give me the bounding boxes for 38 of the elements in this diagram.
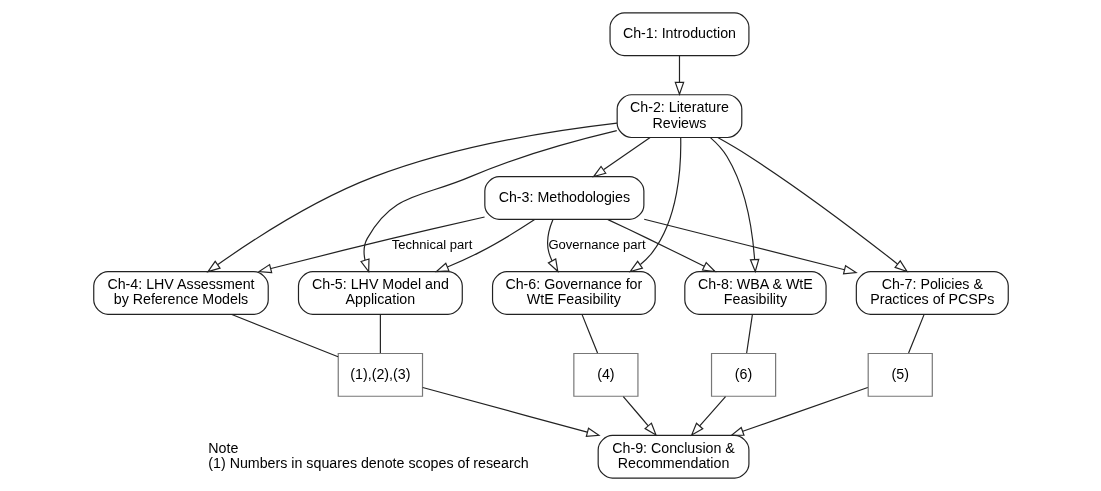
arrow: [434, 219, 535, 273]
label: Note: [207, 439, 238, 456]
arrow: [546, 218, 559, 273]
node-box: Ch-7: Policies & Practices of PCSPs: [855, 271, 1009, 315]
node-box: (4): [572, 352, 639, 397]
connector: [379, 314, 381, 354]
node-box: Ch-8: WBA & WtE Feasibility: [683, 271, 827, 315]
edge-label: Technical part: [391, 236, 472, 252]
connector: [230, 313, 339, 358]
arrow: [643, 218, 858, 275]
node-box: Ch-9: Conclusion & Recommendation: [597, 434, 749, 479]
connector: [907, 314, 925, 354]
label: (1) Numbers in squares denote scopes of research: [207, 455, 529, 472]
arrow: [359, 130, 617, 274]
node-box: Ch-4: LHV Assessment by Reference Models: [92, 271, 269, 315]
arrow: [622, 395, 657, 437]
arrow: [690, 395, 726, 437]
arrow: [606, 219, 717, 273]
node-box: Ch-5: LHV Model and Application: [297, 271, 463, 315]
connector: [745, 314, 753, 354]
arrow: [256, 216, 485, 274]
node-box: Ch-2: Literature Reviews: [616, 94, 742, 139]
arrow: [591, 137, 651, 178]
arrow: [716, 137, 908, 273]
arrow: [729, 386, 868, 436]
node-box: (6): [710, 352, 776, 397]
node-box: Ch-6: Governance for WtE Feasibility: [491, 271, 656, 315]
node-box: (1),(2),(3): [337, 352, 423, 397]
edge-label: Governance part: [547, 236, 646, 252]
node-box: Ch-3: Methodologies: [483, 176, 644, 220]
arrow: [421, 386, 601, 437]
node-box: Ch-1: Introduction: [608, 12, 749, 57]
node-box: (5): [867, 352, 933, 397]
connector: [581, 314, 598, 354]
arrow: [709, 137, 760, 274]
arrow: [206, 122, 618, 273]
arrow: [628, 137, 681, 273]
arrow: [674, 55, 684, 97]
